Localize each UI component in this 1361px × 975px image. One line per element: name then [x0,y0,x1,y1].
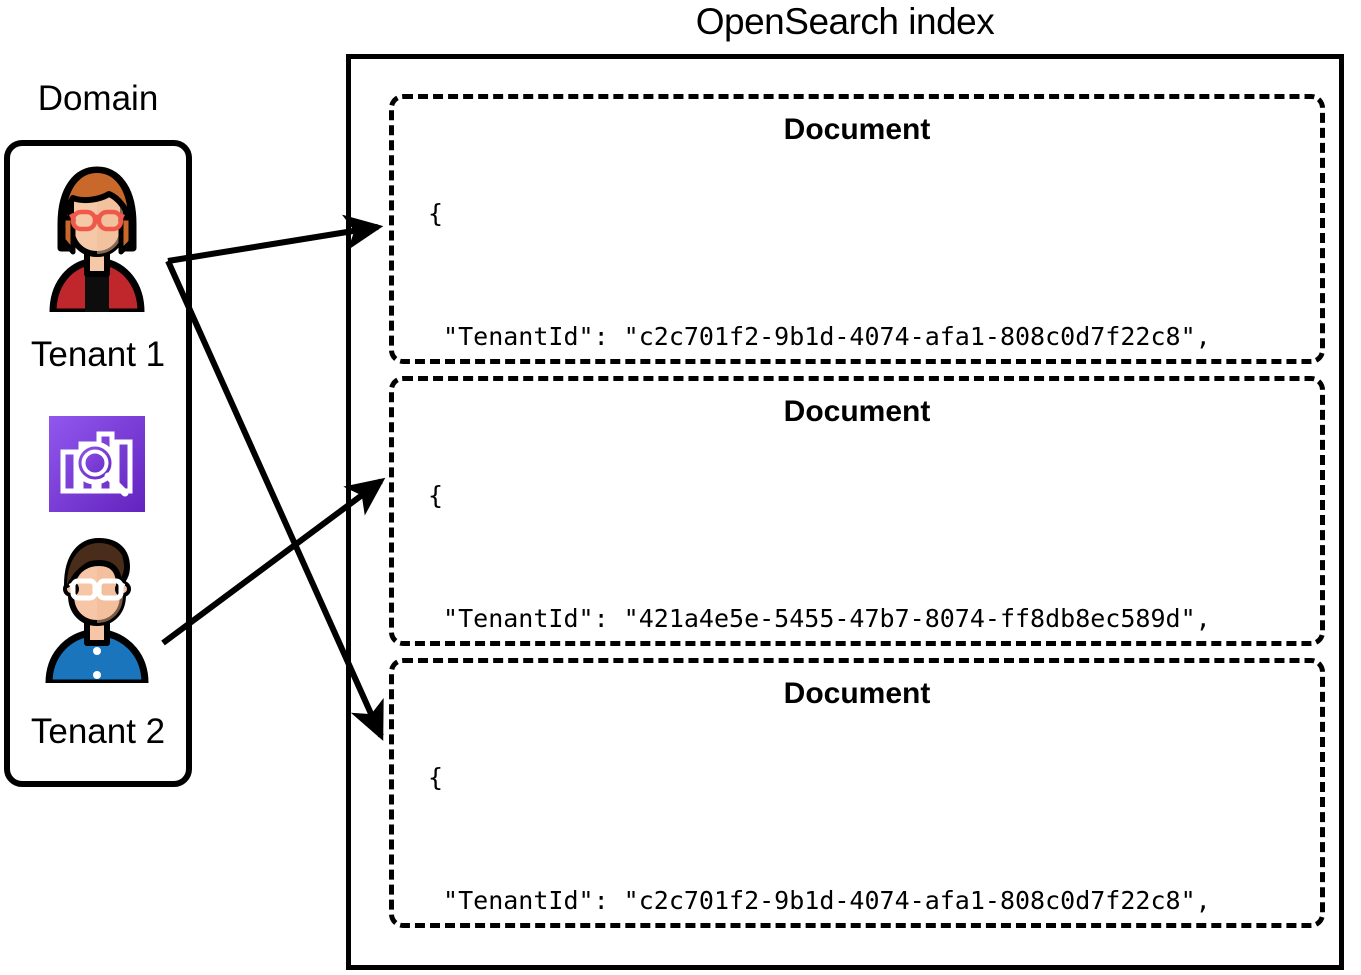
document-header: Document [783,395,931,428]
document-line: "TenantId": "c2c701f2-9b1d-4074-afa1-808… [428,886,1211,915]
document-line: "TenantId": "c2c701f2-9b1d-4074-afa1-808… [428,322,1211,351]
document-card: Document { "TenantId": "c2c701f2-9b1d-40… [389,94,1325,843]
document-line: "Category": "Jacket, Clothing, Women" [428,967,1226,975]
document-line: "TenantId": "421a4e5e-5455-47b7-8074-ff8… [428,604,1211,633]
aws-opensearch-service-icon [49,416,145,512]
document-body: { "TenantId": "c2c701f2-9b1d-4074-afa1-8… [428,675,1226,975]
document-card: Document { "TenantId": "421a4e5e-5455-47… [389,376,1325,975]
document-line: { [428,199,444,228]
index-title: OpenSearch index [695,1,995,42]
tenant-2-label: Tenant 2 [30,712,166,751]
document-header: Document [783,113,931,146]
tenant-1-label: Tenant 1 [30,335,166,374]
document-line: { [428,763,444,792]
domain-title: Domain [37,79,159,118]
woman-avatar-icon [33,162,161,312]
document-card: Document { "TenantId": "c2c701f2-9b1d-40… [389,658,1325,928]
document-line: { [428,481,444,510]
document-header: Document [783,677,931,710]
man-avatar-icon [33,533,161,683]
